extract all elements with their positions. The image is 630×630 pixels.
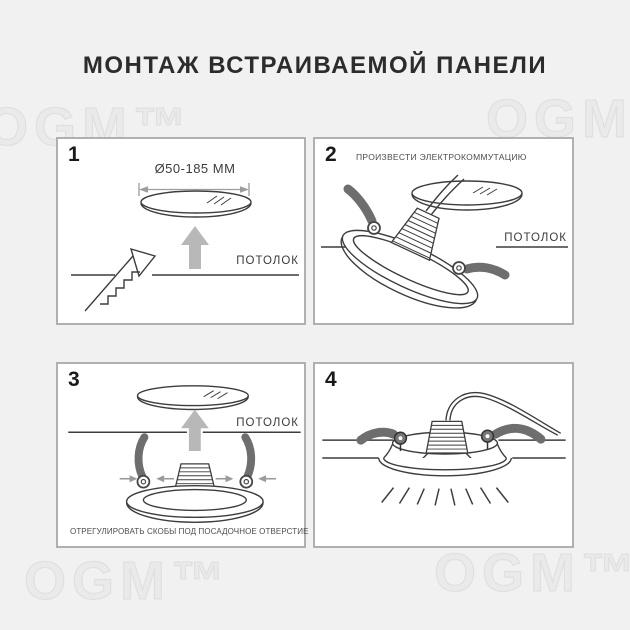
driver-box [174, 463, 216, 490]
dimension-arrow [138, 183, 250, 196]
up-arrow-icon [181, 409, 209, 452]
step-number: 4 [325, 368, 337, 391]
panel-disc [136, 385, 249, 411]
spring-clip-icon [134, 433, 151, 489]
spring-clip-icon [452, 261, 510, 280]
step-number: 2 [325, 143, 337, 166]
page-title: МОНТАЖ ВСТРАИВАЕМОЙ ПАНЕЛИ [82, 52, 548, 79]
step-panel-3: 3 ПОТОЛОК ОТРЕГУЛИРОВАТЬ СКОБЫ ПОД ПОСАД… [56, 362, 309, 548]
step-panel-2: 2 ПРОИЗВЕСТИ ЭЛЕКТРОКОММУТАЦИЮ ПОТОЛОК [313, 137, 574, 325]
step-1-drawing [71, 183, 299, 312]
ceiling-label: ПОТОЛОК [236, 417, 299, 429]
panel-disc [140, 190, 252, 218]
wires [445, 391, 562, 436]
wires [425, 174, 465, 216]
steps-grid: 1 Ø50-185 ММ ПОТОЛОК [56, 137, 574, 548]
adjust-arrows [119, 475, 276, 483]
ceiling-label: ПОТОЛОК [504, 232, 567, 244]
driver-box [425, 420, 469, 454]
spring-clip-icon [480, 424, 546, 450]
step-caption: ОТРЕГУЛИРОВАТЬ СКОБЫ ПОД ПОСАДОЧНОЕ ОТВЕ… [70, 527, 309, 536]
step-number: 1 [68, 143, 80, 166]
ceiling-label: ПОТОЛОК [236, 255, 299, 267]
spring-clip-icon [356, 427, 408, 452]
step-caption: ПРОИЗВЕСТИ ЭЛЕКТРОКОММУТАЦИЮ [356, 152, 527, 162]
watermark-bottom-left: OGM™ [23, 550, 231, 611]
spring-clip-icon [343, 184, 381, 235]
diameter-label: Ø50-185 ММ [154, 161, 236, 176]
ceiling-disc [411, 180, 523, 211]
step-2-drawing [321, 174, 568, 309]
step-panel-1: 1 Ø50-185 ММ ПОТОЛОК [56, 137, 306, 325]
step-4-drawing [322, 391, 566, 506]
watermark-bottom-right: OGM™ [433, 542, 630, 603]
step-number: 3 [68, 368, 80, 391]
driver-box [390, 207, 440, 262]
led-panel [125, 484, 264, 523]
spring-clip-icon [239, 433, 256, 489]
light-rays [381, 487, 509, 506]
step-panel-4: 4 [313, 362, 574, 548]
up-arrow-icon [181, 226, 209, 269]
bezel-rim [378, 457, 512, 477]
cut-arrow-icon [84, 247, 157, 312]
step-3-drawing [68, 385, 301, 523]
